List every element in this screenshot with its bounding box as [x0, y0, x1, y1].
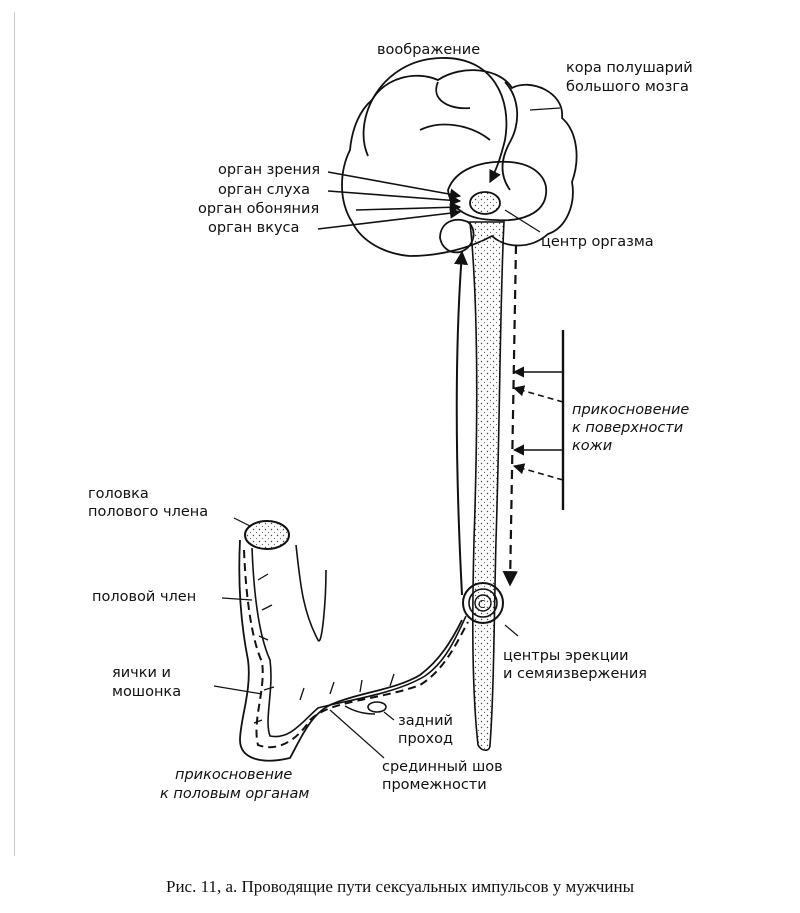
imagination-arc — [362, 57, 508, 184]
center-letter: С — [478, 598, 486, 611]
label-vision: орган зрения — [218, 162, 321, 178]
genitals — [213, 517, 469, 762]
figure-caption: Рис. 11, а. Проводящие пути сексуальных … — [165, 877, 634, 896]
penis-outer — [295, 544, 327, 642]
glans-head — [244, 520, 290, 550]
label-erection-2: и семяизвержения — [503, 666, 648, 682]
label-glans-2: полового члена — [88, 504, 209, 520]
erection-center — [462, 582, 519, 637]
scan-edge — [14, 12, 791, 856]
label-skin-touch-2: к поверхности — [572, 420, 684, 436]
label-testes-1: яички и — [112, 665, 171, 681]
label-erection-1: центры эрекции — [503, 648, 629, 664]
genital-nerve-solid — [251, 547, 467, 738]
cerebellum — [439, 218, 475, 254]
cerebral-cortex-outline — [341, 69, 578, 257]
anus-pointer — [383, 711, 395, 721]
anus — [367, 701, 387, 713]
sense-arrows — [317, 171, 541, 233]
label-raphe-1: срединный шов — [382, 759, 503, 775]
spinal-cord — [469, 221, 505, 752]
label-genital-touch-2: к половым органам — [160, 786, 310, 802]
thalamus — [447, 160, 547, 222]
label-testes-2: мошонка — [112, 684, 182, 700]
label-penis: половой член — [92, 589, 197, 605]
label-cortex-1: кора полушарий — [566, 60, 693, 76]
cortex-pointer — [529, 107, 561, 111]
ascending-pathway — [454, 250, 469, 596]
brain — [341, 57, 578, 257]
label-skin-touch-1: прикосновение — [572, 402, 690, 418]
label-genital-touch-1: прикосновение — [175, 767, 293, 783]
raphe-line — [344, 705, 376, 715]
label-imagination: воображение — [377, 42, 481, 58]
glans-pointer — [233, 517, 251, 527]
label-smell: орган обоняния — [198, 201, 320, 217]
penis-pointer — [221, 597, 253, 601]
descending-pathway — [502, 244, 518, 587]
label-orgasm-center: центр оргазма — [541, 234, 654, 250]
label-anus-1: задний — [398, 713, 453, 729]
label-skin-touch-3: кожи — [572, 438, 613, 454]
label-taste: орган вкуса — [208, 220, 300, 236]
brain-fold-1 — [501, 81, 519, 191]
label-anus-2: проход — [398, 731, 454, 747]
brain-fold-2 — [435, 81, 471, 110]
label-glans-1: головка — [88, 486, 149, 502]
skin-touch — [512, 330, 565, 510]
raphe-pointer — [329, 709, 385, 759]
label-cortex-2: большого мозга — [566, 79, 689, 95]
genital-nerve-dashed — [243, 549, 469, 749]
brain-fold-3 — [419, 123, 491, 141]
branches-1 — [253, 573, 395, 724]
orgasm-nucleus — [469, 191, 501, 215]
label-raphe-2: промежности — [382, 777, 487, 793]
penis-shaft — [238, 539, 463, 762]
testes-pointer — [213, 685, 263, 695]
label-hearing: орган слуха — [218, 182, 310, 198]
